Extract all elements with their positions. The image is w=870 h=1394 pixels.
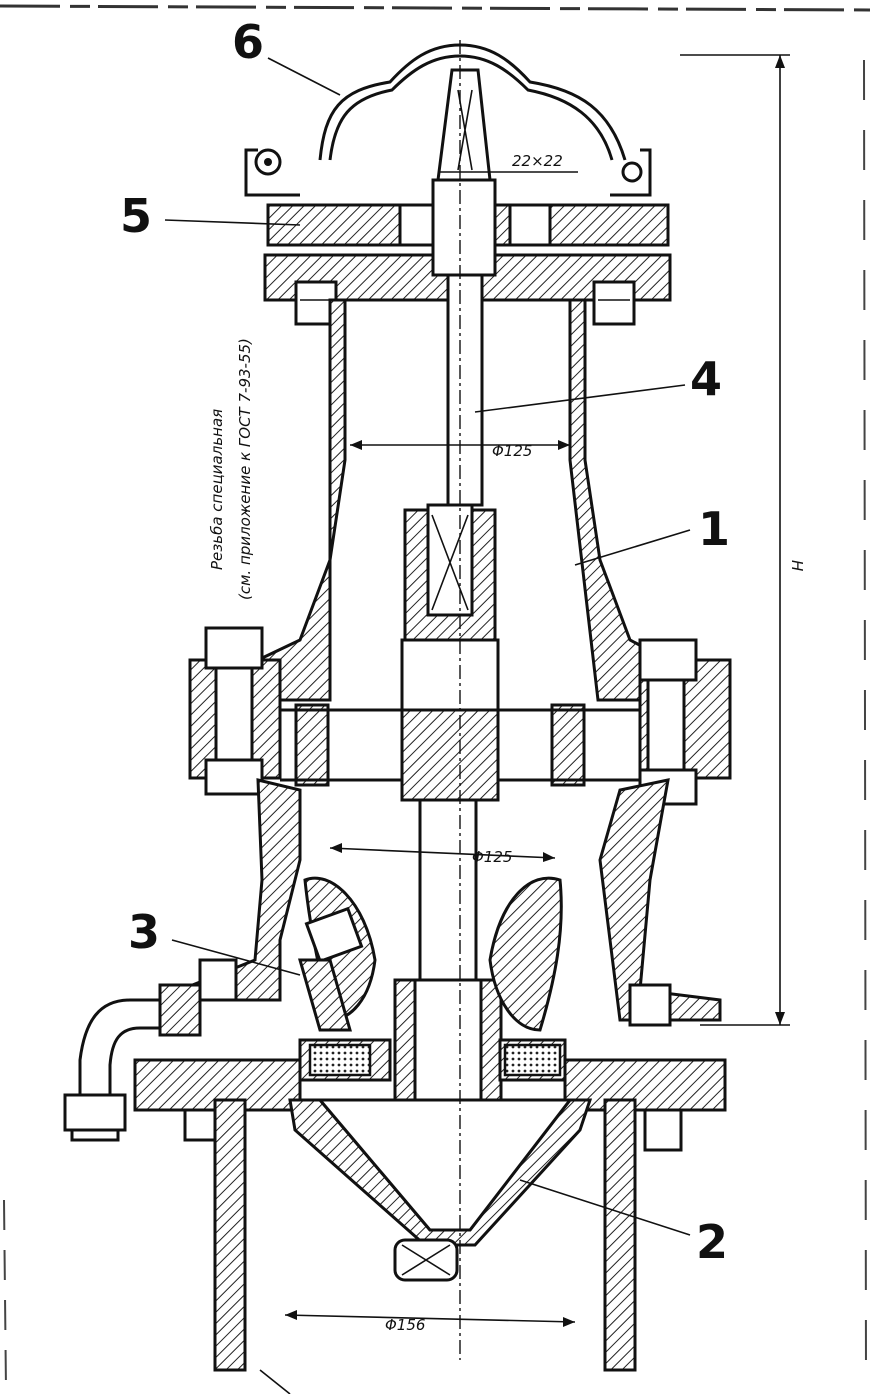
- middle-flange: [188, 626, 732, 806]
- thread-note: Резьба специальная (см. приложение к ГОС…: [208, 338, 254, 600]
- callout-5: 5: [120, 189, 152, 243]
- scan-border: [0, 4, 870, 1391]
- dim-height: H: [788, 560, 806, 571]
- stem: [393, 68, 503, 1102]
- drain-valve: [298, 876, 563, 1032]
- dim-upper-bore: Φ125: [492, 442, 532, 460]
- dim-square-nut: 22×22: [512, 152, 563, 170]
- base-flange: [133, 958, 727, 1152]
- main-valve: [288, 1098, 593, 1282]
- callout-3: 3: [128, 905, 160, 959]
- dimension-lines: [284, 54, 790, 1327]
- dim-middle-bore: Φ125: [472, 848, 512, 866]
- callout-1: 1: [698, 502, 730, 556]
- leader-lines: [164, 57, 691, 1236]
- drain-pipe: [63, 983, 202, 1142]
- callout-6: 6: [232, 15, 264, 69]
- callout-2: 2: [696, 1215, 728, 1269]
- dim-bottom-bore: Φ156: [385, 1316, 425, 1334]
- callout-4: 4: [690, 352, 722, 406]
- thread-note-line2: (см. приложение к ГОСТ 7-93-55): [236, 338, 254, 600]
- thread-note-line1: Резьба специальная: [208, 409, 226, 570]
- bottom-pipe: [213, 1098, 637, 1394]
